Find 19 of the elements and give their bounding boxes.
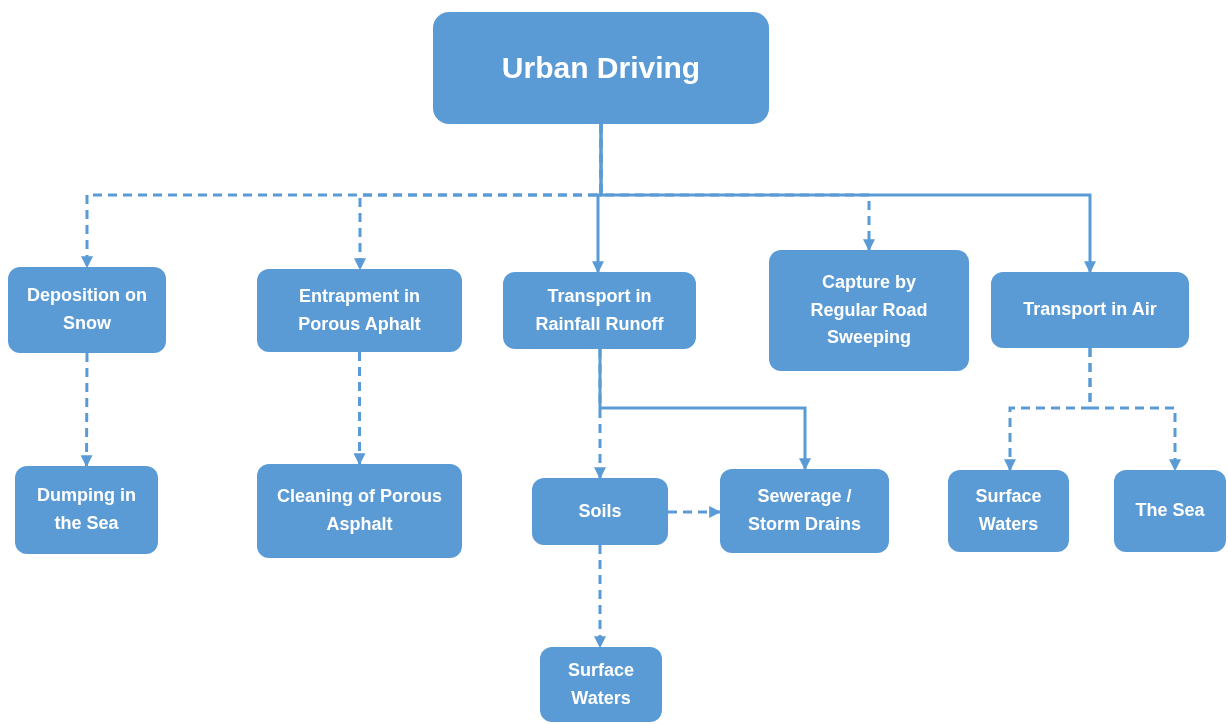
arrow [80, 353, 93, 468]
arrow [353, 352, 366, 466]
process-box: Sewerage / Storm Drains [720, 469, 889, 553]
arrow [668, 506, 722, 518]
process-box: Transport in Air [991, 272, 1189, 348]
process-box: Soils [532, 478, 668, 545]
process-box: Urban Driving [433, 12, 769, 124]
arrow [598, 349, 811, 471]
process-box: Surface Waters [540, 647, 662, 722]
process-box: Transport in Rainfall Runoff [503, 272, 696, 349]
process-box: Entrapment in Porous Aphalt [257, 269, 462, 352]
process-box: The Sea [1114, 470, 1226, 552]
arrow [594, 545, 606, 649]
process-box: Dumping in the Sea [15, 466, 158, 554]
process-box: Surface Waters [948, 470, 1069, 552]
process-box: Cleaning of Porous Asphalt [257, 464, 462, 558]
arrow [1088, 348, 1181, 472]
process-box: Deposition on Snow [8, 267, 166, 353]
process-box: Capture by Regular Road Sweeping [769, 250, 969, 371]
